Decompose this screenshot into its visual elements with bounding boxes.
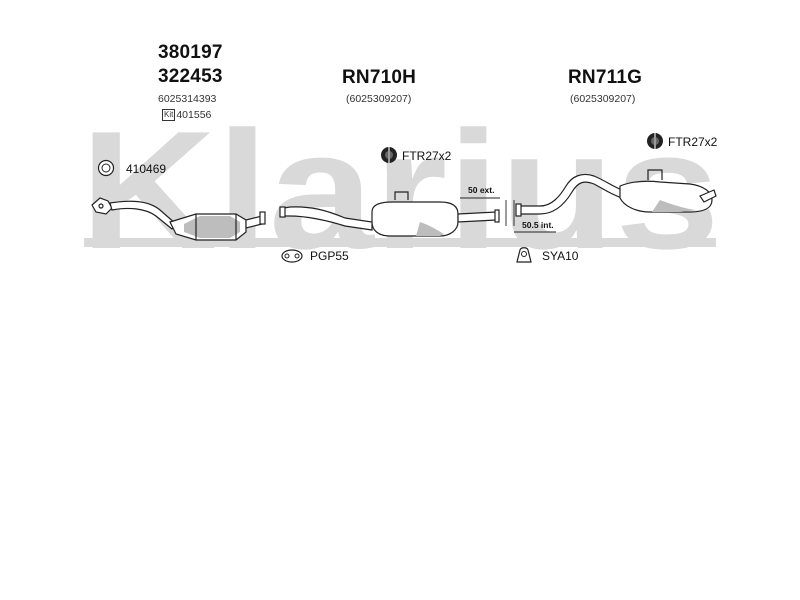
gasket-number: 410469: [126, 162, 167, 176]
rear-clamp-code: FTR27x2: [668, 135, 718, 149]
gasket-ring-icon: [96, 158, 116, 183]
rear-mount-code: SYA10: [542, 249, 579, 263]
mounting-rubber-icon: [280, 248, 304, 269]
catalyst-part-number-2: 322453: [158, 66, 223, 87]
rear-part-ref: (6025309207): [570, 93, 636, 105]
rear-mount-icon: [514, 246, 534, 269]
rear-part-code: RN711G: [568, 67, 643, 88]
front-pipe-with-catalyst: [91, 197, 266, 241]
catalyst-part-number-1: 380197: [158, 42, 223, 63]
catalyst-ref: 6025314393: [158, 93, 217, 105]
dimension-external: 50 ext.: [468, 185, 495, 195]
middle-part-ref: (6025309207): [346, 93, 412, 105]
watermark-bar: [84, 238, 716, 247]
kit-number: 401556: [176, 109, 212, 121]
dimension-marks: [460, 197, 556, 233]
rear-clamp-icon: [646, 132, 664, 155]
middle-mount-code: PGP55: [310, 249, 349, 263]
kit-icon: Kit: [162, 109, 176, 121]
middle-clamp-code: FTR27x2: [402, 149, 452, 163]
middle-silencer-section: [279, 191, 500, 237]
dimension-internal: 50.5 int.: [522, 220, 554, 230]
rear-silencer-section: [515, 169, 717, 217]
clamp-icon: [380, 146, 398, 169]
middle-part-code: RN710H: [342, 67, 417, 88]
